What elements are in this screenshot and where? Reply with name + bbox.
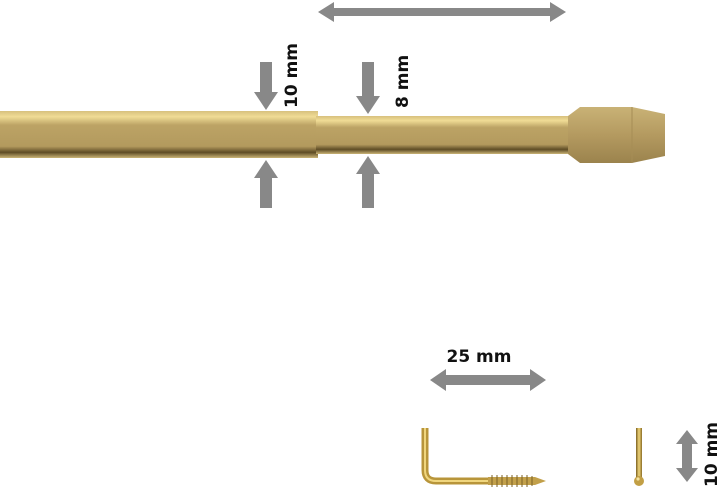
inner-diameter-label: 8 mm <box>393 55 413 108</box>
hook-length-arrow <box>430 369 546 391</box>
l-hook-screw <box>421 428 546 487</box>
pin-height-arrow <box>676 430 698 482</box>
rod-pin <box>634 428 644 486</box>
rod-end-cap <box>568 107 665 163</box>
outer-diameter-arrows <box>254 62 278 208</box>
hook-length-label: 25 mm <box>446 347 511 367</box>
curtain-rod <box>0 107 665 163</box>
length-arrow <box>318 2 566 22</box>
outer-diameter-label: 10 mm <box>282 43 302 108</box>
pin-height-label: 10 mm <box>702 422 720 487</box>
inner-diameter-arrows <box>356 62 380 208</box>
